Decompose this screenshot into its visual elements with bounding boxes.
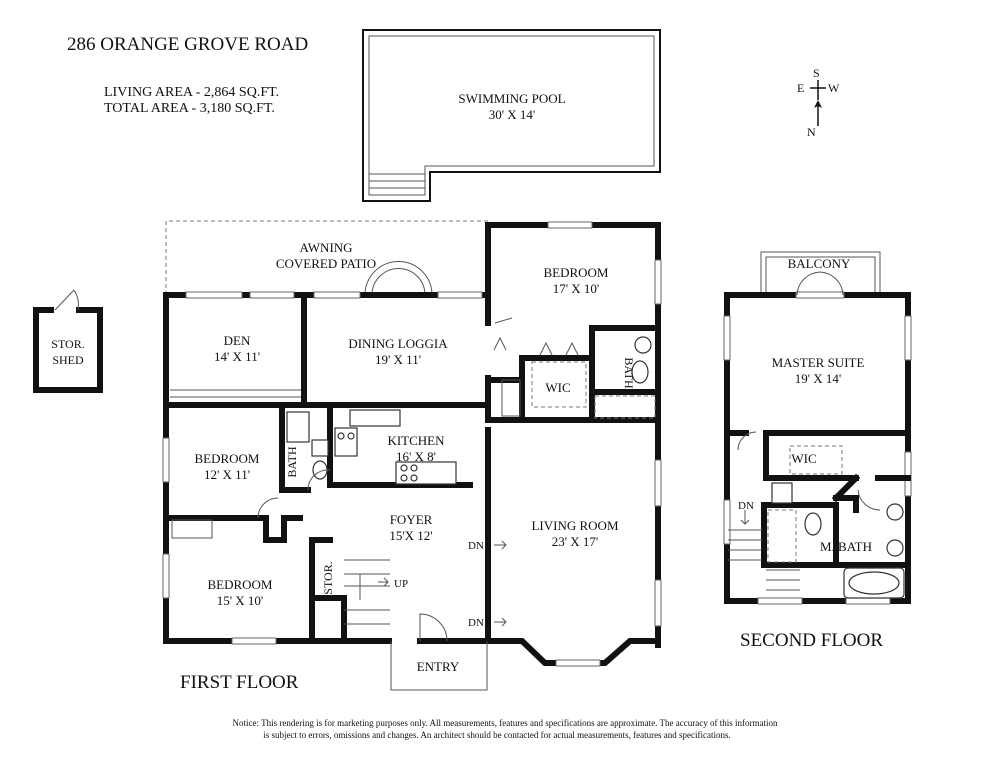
patio-label-2: COVERED PATIO — [276, 256, 376, 271]
bedroom-sw-size: 15' X 10' — [217, 593, 264, 608]
bedroom-w-label: BEDROOM — [194, 451, 259, 466]
master-suite-size: 19' X 14' — [795, 371, 842, 386]
den-size: 14' X 11' — [214, 349, 260, 364]
kitchen-label: KITCHEN — [387, 433, 445, 448]
living-room-label: LIVING ROOM — [531, 518, 618, 533]
dining-size: 19' X 11' — [375, 352, 421, 367]
living-area-label: LIVING AREA - 2,864 SQ.FT. — [104, 85, 279, 100]
bedroom-w-size: 12' X 11' — [204, 467, 250, 482]
foyer-label: FOYER — [390, 512, 433, 527]
pool-size: 30' X 14' — [489, 107, 536, 122]
master-bath-label: M. BATH — [820, 539, 872, 554]
bath-ne-label: BATH — [622, 357, 636, 389]
master-wic-label: WIC — [791, 451, 816, 466]
shed-label-2: SHED — [52, 353, 84, 367]
storage-label: STOR. — [321, 561, 335, 594]
total-area-label: TOTAL AREA - 3,180 SQ.FT. — [104, 101, 275, 116]
bedroom-sw-label: BEDROOM — [207, 577, 272, 592]
bath-w-label: BATH — [285, 446, 299, 478]
den-label: DEN — [224, 333, 251, 348]
entry-label: ENTRY — [417, 659, 460, 674]
pool-label: SWIMMING POOL — [458, 91, 565, 106]
dn-label-1: DN — [468, 540, 484, 552]
kitchen-size: 16' X 8' — [396, 449, 436, 464]
storage-shed: STOR. SHED — [33, 289, 103, 393]
dn-label-2: DN — [468, 617, 484, 629]
wic-label: WIC — [545, 380, 570, 395]
compass-south-label: S — [813, 66, 820, 80]
compass-west-label: W — [828, 81, 840, 95]
dining-label: DINING LOGGIA — [348, 336, 448, 351]
compass-north-label: N — [807, 125, 816, 139]
foyer-size: 15'X 12' — [389, 528, 432, 543]
notice-line-2: is subject to errors, omissions and chan… — [263, 730, 731, 740]
first-floor-title: FIRST FLOOR — [180, 672, 299, 693]
swimming-pool: SWIMMING POOL 30' X 14' — [362, 29, 661, 202]
up-label: UP — [394, 578, 408, 590]
second-dn-label: DN — [738, 500, 754, 512]
second-floor-title: SECOND FLOOR — [740, 630, 883, 651]
bedroom-ne-size: 17' X 10' — [553, 281, 600, 296]
first-floor-plan: AWNING COVERED PATIO DEN 14' X 11' DININ… — [162, 220, 662, 693]
compass-east-label: E — [797, 81, 804, 95]
living-room-size: 23' X 17' — [552, 534, 599, 549]
balcony-label: BALCONY — [788, 256, 851, 271]
patio-label-1: AWNING — [299, 240, 352, 255]
bedroom-ne-label: BEDROOM — [543, 265, 608, 280]
compass-icon: S E W N — [797, 66, 840, 139]
master-suite-label: MASTER SUITE — [772, 355, 865, 370]
property-address: 286 ORANGE GROVE ROAD — [67, 34, 308, 55]
shed-label-1: STOR. — [51, 337, 84, 351]
notice-line-1: Notice: This rendering is for marketing … — [233, 718, 778, 728]
second-floor-plan: BALCONY MASTER SUITE 19' X 14' WIC M. BA… — [723, 251, 912, 651]
